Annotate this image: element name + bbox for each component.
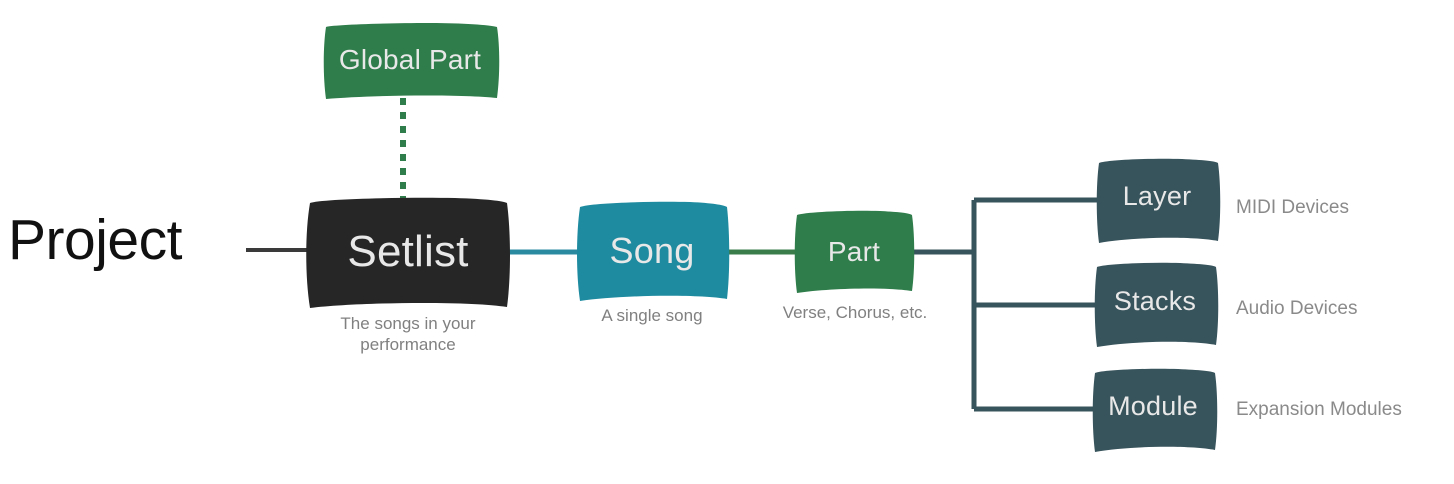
caption-setlist: The songs in your performance xyxy=(340,314,476,354)
node-label-project: Project xyxy=(8,208,182,272)
side-label-midi-devices: MIDI Devices xyxy=(1236,197,1349,218)
node-box-setlist[interactable] xyxy=(306,197,510,308)
node-box-global-part[interactable] xyxy=(323,23,500,99)
node-box-part[interactable] xyxy=(794,210,915,293)
caption-song: A single song xyxy=(601,306,703,325)
caption-part: Verse, Chorus, etc. xyxy=(782,303,928,322)
node-box-layer[interactable] xyxy=(1096,158,1221,243)
side-label-expansion-modules: Expansion Modules xyxy=(1236,399,1402,420)
node-box-stacks[interactable] xyxy=(1094,262,1219,347)
side-label-audio-devices: Audio Devices xyxy=(1236,298,1358,319)
node-box-module[interactable] xyxy=(1092,368,1218,452)
node-box-song[interactable] xyxy=(577,201,730,301)
device-bracket xyxy=(971,197,1100,412)
